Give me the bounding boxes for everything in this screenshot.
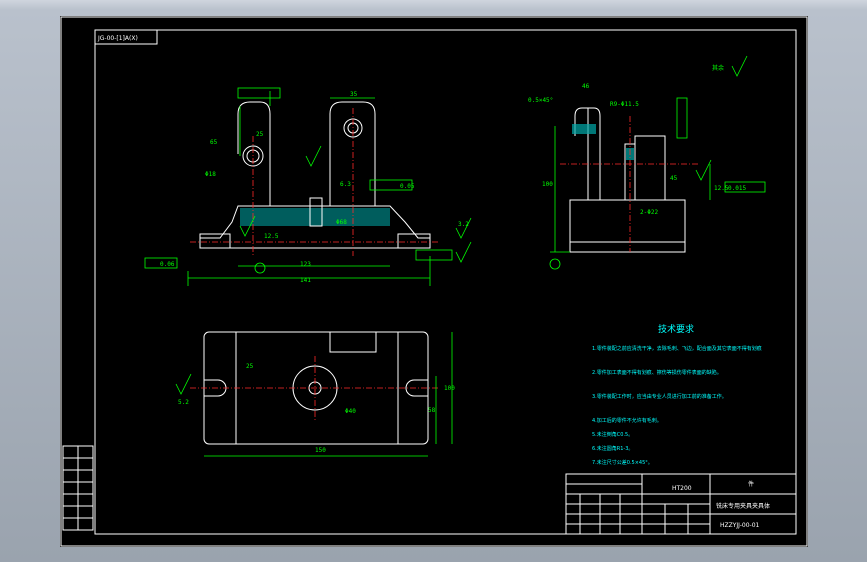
dim-top-phi40: Φ40	[345, 408, 356, 415]
dim-front-123: 123	[300, 261, 311, 268]
dim-side-46: 46	[582, 83, 590, 90]
inner-frame	[94, 29, 797, 535]
dim-front-3-2: 3.2	[458, 221, 469, 228]
dim-front-0-05: 0.05	[400, 183, 415, 190]
front-view: 35 25 65 Φ18 Φ68 12.5 123 141 6.3 3.2 0.…	[144, 87, 472, 286]
dim-side-45: 45	[670, 175, 678, 182]
dim-top-5-2: 5.2	[178, 399, 189, 406]
code-tag-text: JG-00-[1]A(X)	[97, 35, 138, 42]
tech-req-item-3: 3.零件装配工作时，应当由专业人员进行加工前的准备工作。	[592, 393, 727, 400]
title-block: HT200 件 铣床专用夹具夹具体 HZZYJJ-00-01	[565, 473, 797, 535]
dim-side-0-015: 0.015	[728, 185, 746, 192]
title-drawing-number: HZZYJJ-00-01	[720, 522, 760, 529]
dim-side-12-5: 12.5	[714, 185, 729, 192]
tech-req-item-6: 6.未注圆角R1-3。	[592, 445, 633, 452]
dim-front-6-3: 6.3	[340, 181, 351, 188]
tech-req-item-2: 2.零件加工表面不得有划痕、擦伤等损伤零件表面的缺陷。	[592, 369, 722, 376]
tech-req-title: 技术要求	[658, 323, 694, 335]
side-note: 其余	[712, 64, 724, 72]
dim-top-25: 25	[246, 363, 254, 370]
title-drawing-name: 铣床专用夹具夹具体	[716, 502, 770, 510]
dim-side-chamfer: 0.5×45°	[528, 97, 553, 104]
dim-front-phi68: Φ68	[336, 219, 347, 226]
dim-front-35: 35	[350, 91, 358, 98]
section-hatch	[240, 208, 390, 226]
tech-req-item-7: 7.未注尺寸公差0.5×45°。	[592, 459, 653, 466]
dim-side-2-phi22: 2-Φ22	[640, 209, 658, 216]
dim-top-150: 150	[315, 447, 326, 454]
tech-req-item-1: 1.零件装配之前应清洗干净，去除毛刺、飞边，配合面及其它表面不得有划痕	[592, 345, 762, 352]
outer-frame	[60, 16, 808, 547]
tech-req-item-5: 5.未注倒角C0.5。	[592, 431, 633, 438]
dim-front-phi18: Φ18	[205, 171, 216, 178]
drawing-sheet: JG-00-[1]A(X)	[60, 16, 808, 547]
dim-front-0-06: 0.06	[160, 261, 175, 268]
title-material: HT200	[672, 485, 692, 492]
dim-side-100: 100	[542, 181, 553, 188]
title-part-label: 件	[748, 480, 754, 488]
dim-front-141: 141	[300, 277, 311, 284]
code-tag-box	[94, 29, 158, 45]
side-view: 0.5×45° 46 R9-Φ11.5 100 2-Φ22 12.5 0.015…	[528, 55, 766, 270]
cad-drawing: JG-00-[1]A(X)	[60, 16, 808, 547]
tech-req-item-4: 4.加工后的零件不允许有毛刺。	[592, 417, 662, 424]
dim-top-58: 58	[428, 407, 436, 414]
dim-top-100: 100	[444, 385, 455, 392]
dim-front-12-5: 12.5	[264, 233, 279, 240]
tech-requirements: 技术要求 1.零件装配之前应清洗干净，去除毛刺、飞边，配合面及其它表面不得有划痕…	[592, 323, 762, 466]
dim-side-r9: R9-Φ11.5	[610, 101, 639, 108]
top-view: 150 100 58 25 Φ40 5.2	[175, 331, 455, 457]
left-margin-strip	[62, 445, 94, 531]
dim-front-65: 65	[210, 139, 218, 146]
dim-front-25: 25	[256, 131, 264, 138]
